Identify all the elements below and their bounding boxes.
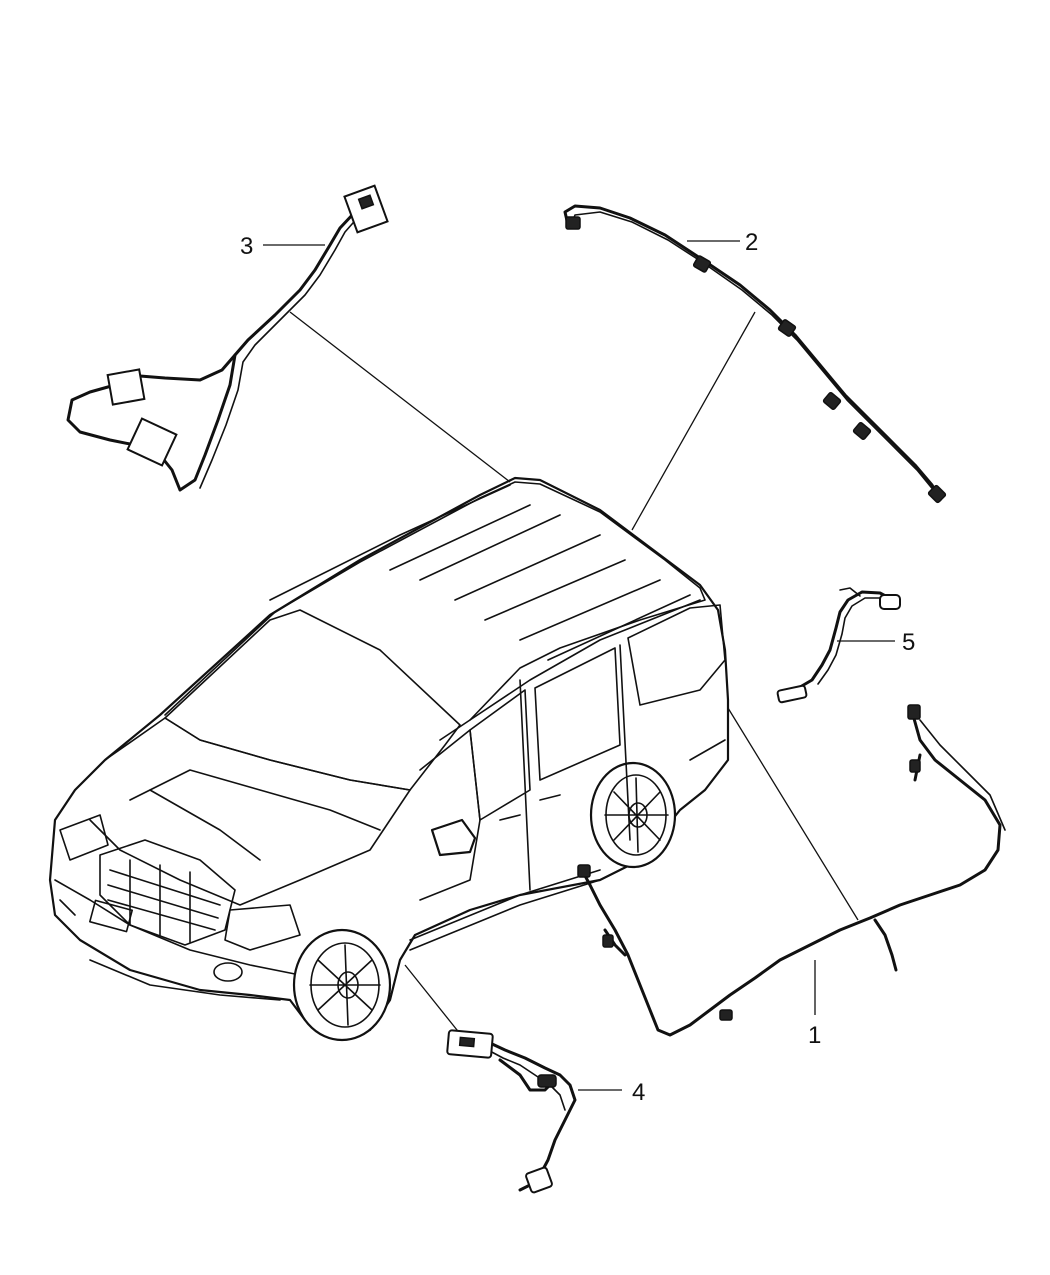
leader-lines [263,240,895,1091]
callout-2: 2 [745,229,758,256]
harness-part-4 [446,1029,577,1194]
harness-part-1 [577,704,1006,1037]
callout-4: 4 [632,1079,645,1106]
minivan-illustration [48,476,730,1042]
harness-part-2 [563,204,947,504]
callout-5: 5 [902,629,915,656]
harness-part-3 [66,184,389,492]
callout-1: 1 [808,1022,821,1049]
callout-3: 3 [240,233,253,260]
harness-part-5 [776,587,901,704]
